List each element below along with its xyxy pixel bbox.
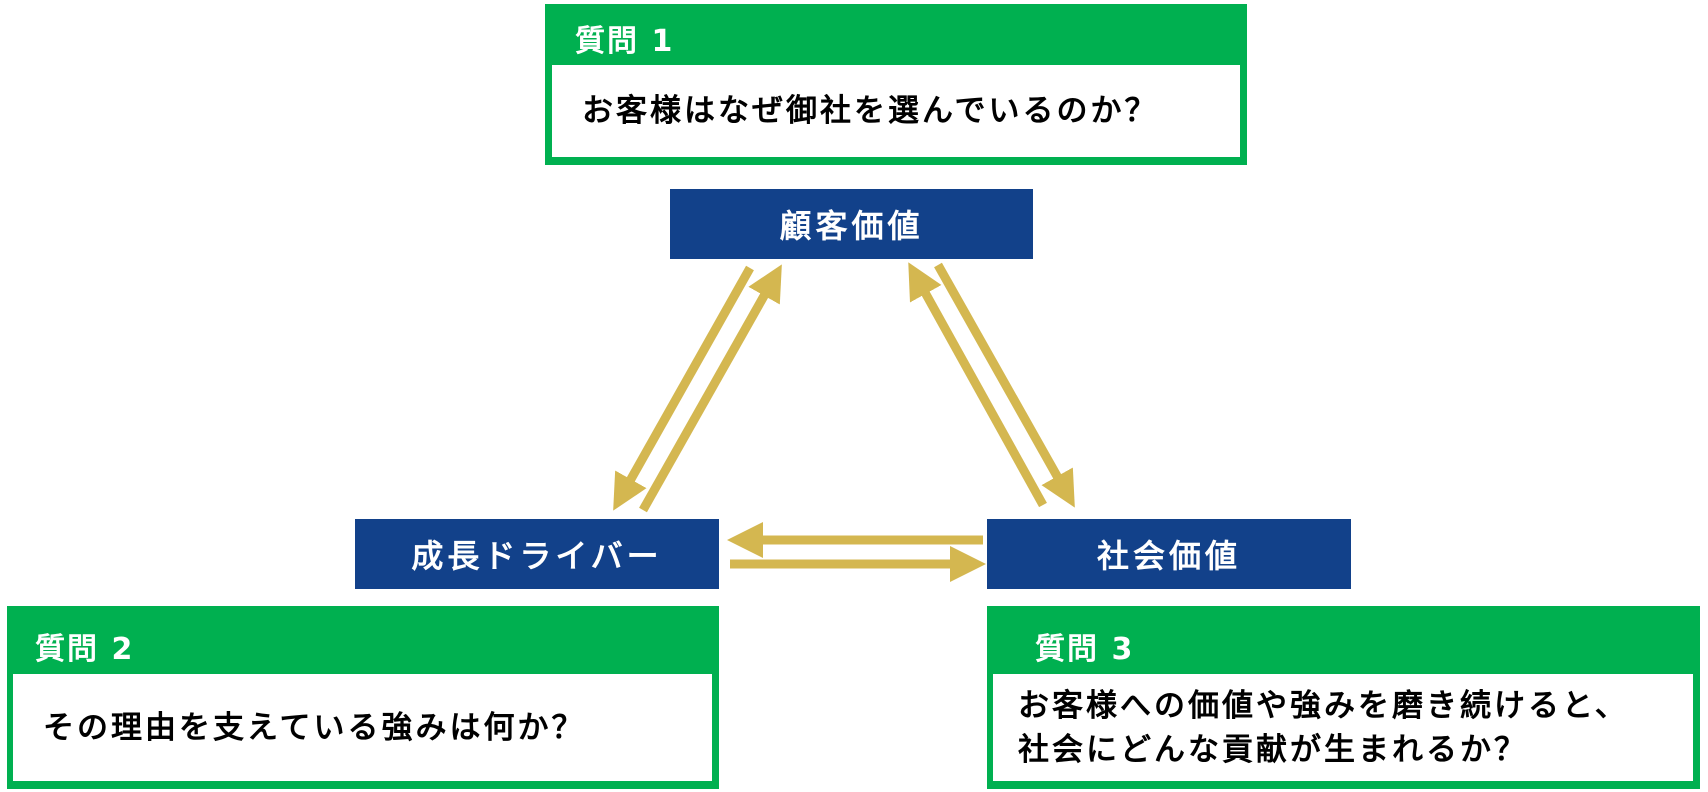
- question-1-text: お客様はなぜ御社を選んでいるのか？: [582, 93, 1159, 129]
- arrow-customer-to-social: [934, 262, 1075, 508]
- question-3-text-line1: お客様への価値や強みを磨き続けると、: [1018, 687, 1629, 724]
- arrow-social-to-customer: [908, 262, 1047, 508]
- question-1-label: 質問 1: [575, 24, 675, 59]
- question-2-box: 質問 2 その理由を支えている強みは何か？: [7, 606, 719, 789]
- node-social-value: 社会価値: [987, 519, 1351, 589]
- node-growth-driver: 成長ドライバー: [355, 519, 719, 589]
- question-3-box: 質問 3 お客様への価値や強みを磨き続けると、 社会にどんな貢献が生まれるか？: [987, 606, 1700, 789]
- question-1-box: 質問 1 お客様はなぜ御社を選んでいるのか？: [545, 4, 1247, 165]
- question-2-body: その理由を支えている強みは何か？: [13, 674, 712, 781]
- question-2-text: その理由を支えている強みは何か？: [43, 709, 586, 746]
- arrow-customer-to-growth: [613, 265, 754, 511]
- question-2-label: 質問 2: [35, 632, 135, 667]
- question-3-text-line2: 社会にどんな貢献が生まれるか？: [1018, 731, 1528, 768]
- question-3-label: 質問 3: [1035, 632, 1135, 667]
- question-3-body: お客様への価値や強みを磨き続けると、 社会にどんな貢献が生まれるか？: [993, 674, 1693, 781]
- arrow-growth-to-customer: [639, 264, 782, 513]
- node-customer-value: 顧客価値: [670, 189, 1033, 259]
- question-1-body: お客様はなぜ御社を選んでいるのか？: [552, 65, 1240, 157]
